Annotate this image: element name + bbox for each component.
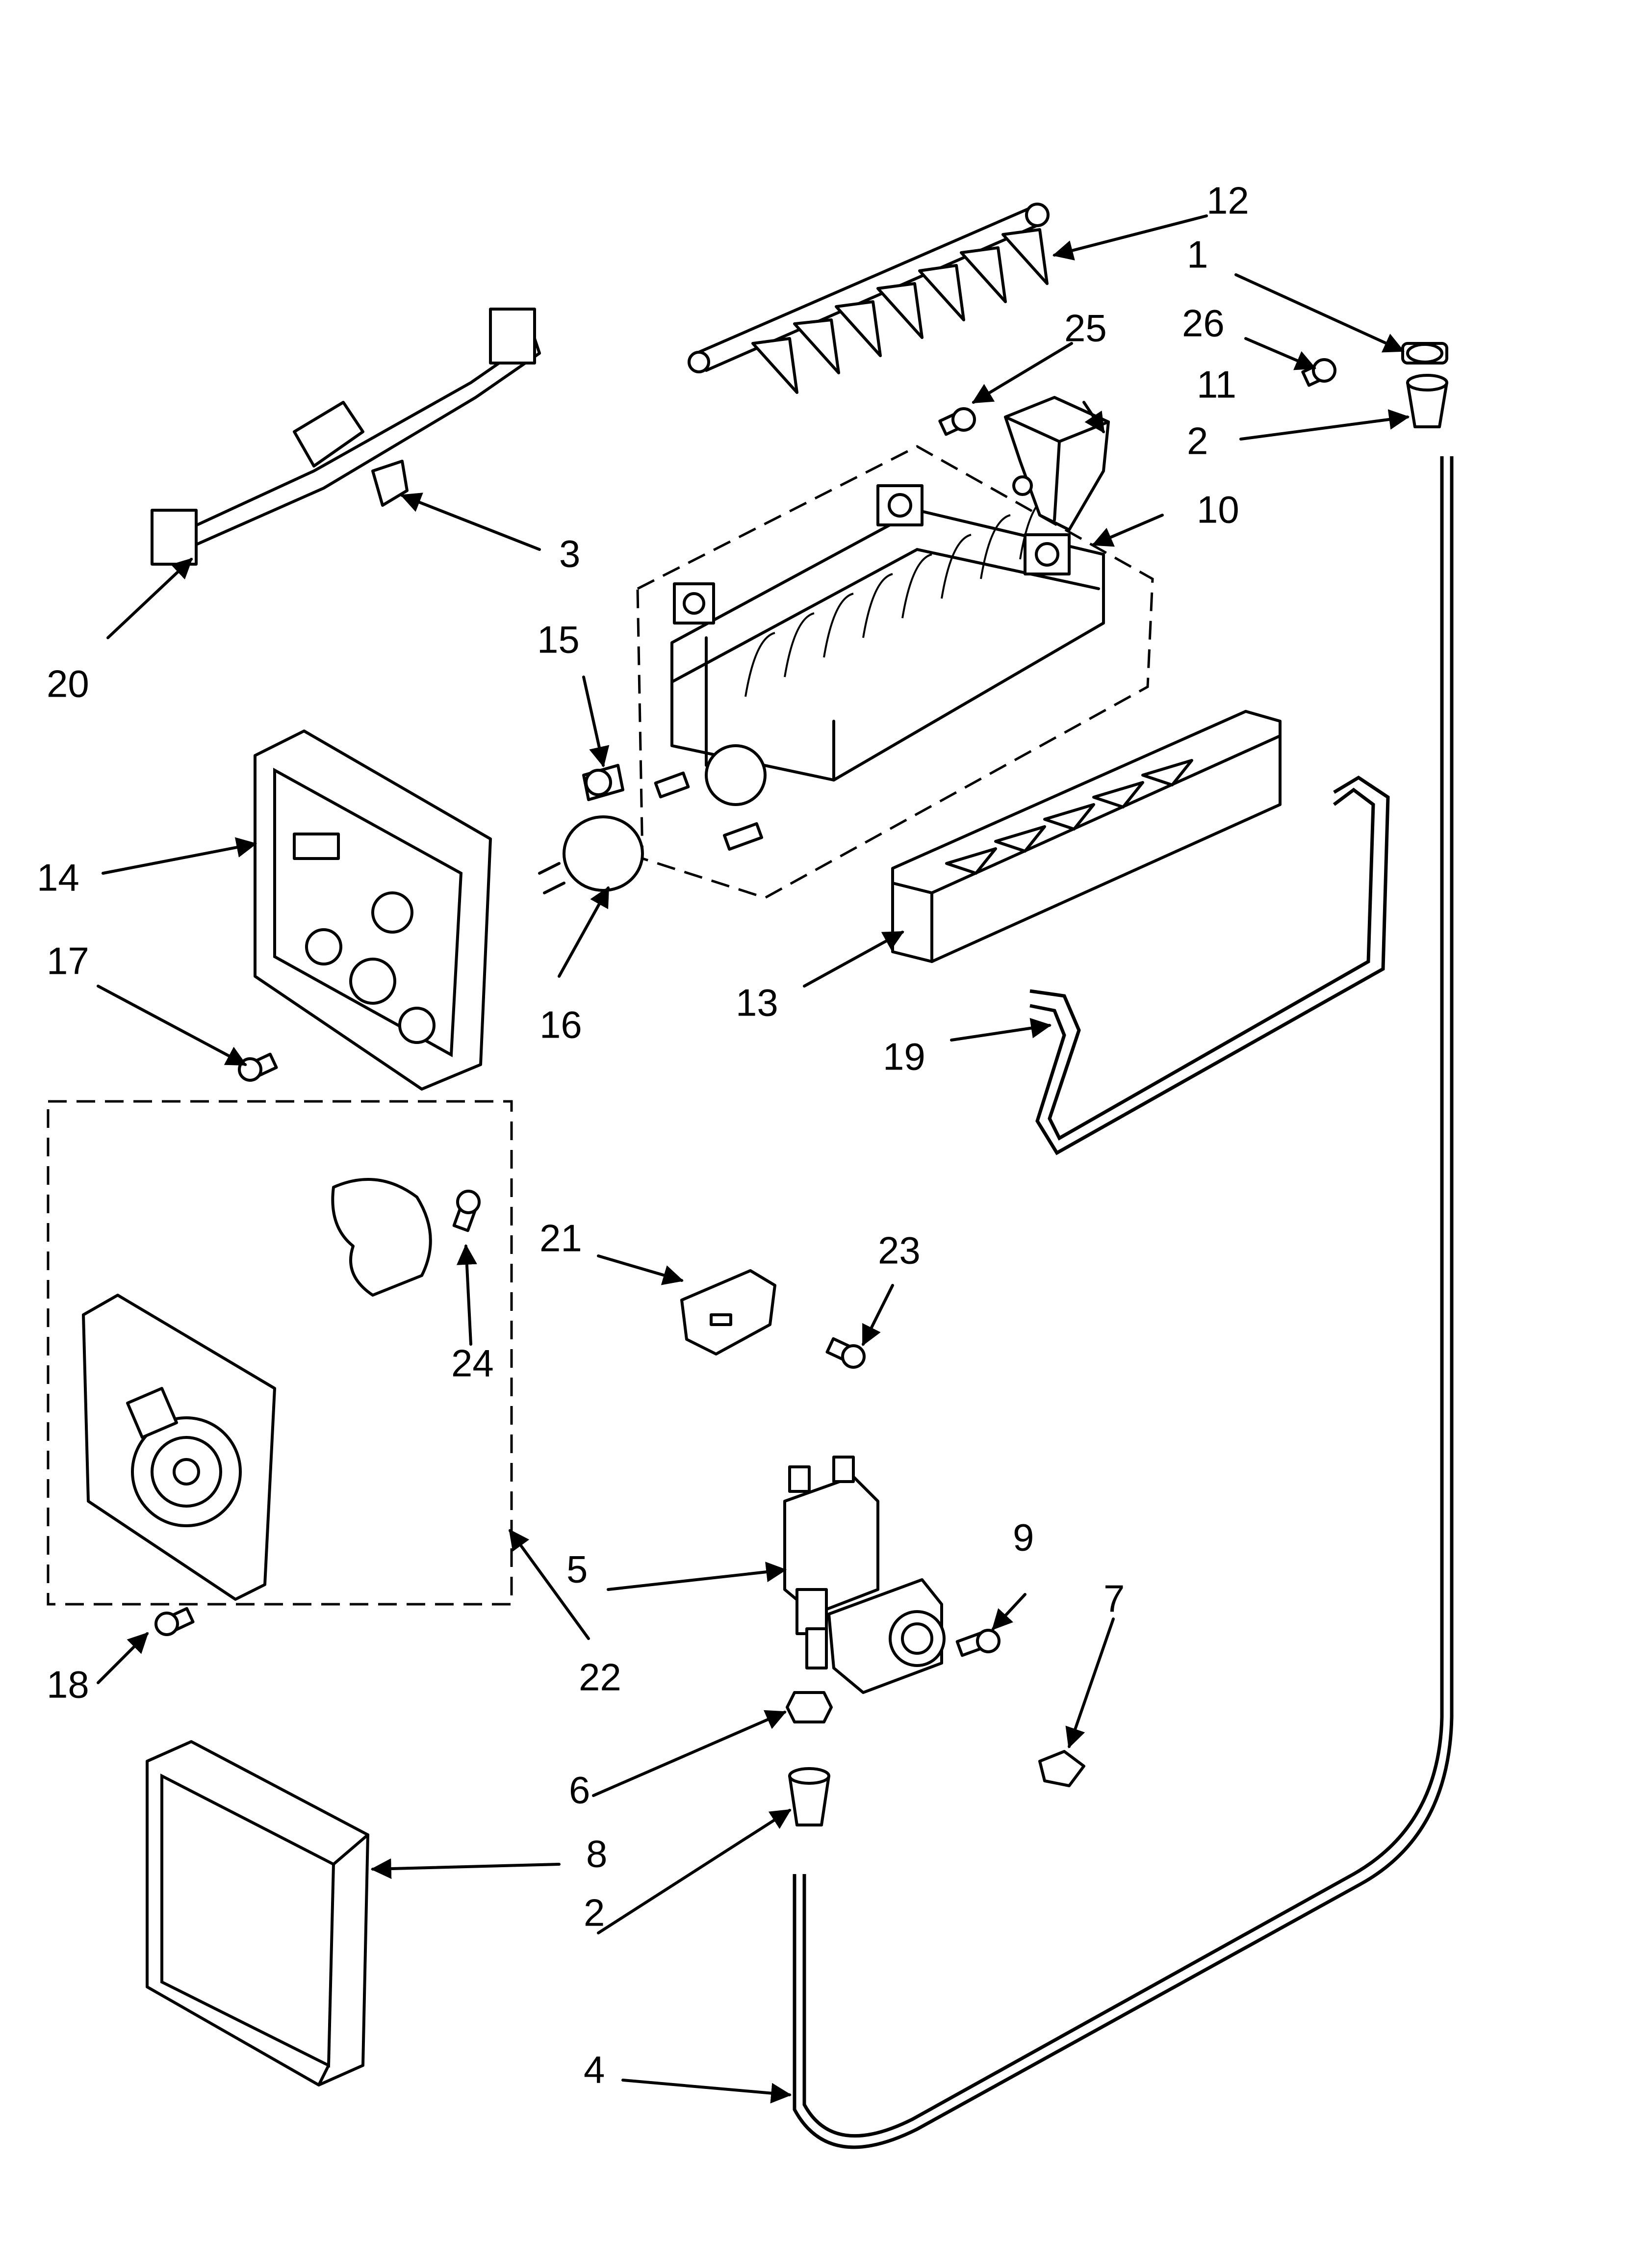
bracket [680, 1269, 776, 1356]
label-23: 23 [878, 1229, 921, 1272]
label-13: 13 [736, 981, 778, 1024]
label-6: 6 [569, 1769, 590, 1812]
label-8: 8 [586, 1832, 607, 1876]
wire-clip [371, 460, 409, 507]
label-20: 20 [47, 662, 89, 705]
label-17: 17 [47, 939, 89, 983]
foam-block [146, 1740, 369, 2086]
thermostat [582, 764, 624, 801]
label-21: 21 [539, 1217, 582, 1260]
tube-sleeve-bottom [788, 1767, 830, 1826]
label-5: 5 [566, 1548, 588, 1591]
control-assembly-outline [47, 1100, 513, 1606]
ice-maker-mold [654, 484, 1105, 851]
label-14: 14 [37, 856, 79, 899]
label-4: 4 [584, 2048, 605, 2091]
wire-harness [151, 308, 541, 566]
label-15: 15 [537, 618, 580, 661]
control-module [82, 1178, 432, 1601]
motor [538, 815, 644, 894]
fill-cup [1004, 396, 1110, 531]
label-19: 19 [883, 1035, 925, 1078]
nut [786, 1691, 833, 1723]
screw-26 [1301, 358, 1336, 387]
label-25: 25 [1064, 307, 1107, 350]
label-2-bottom: 2 [584, 1891, 605, 1934]
label-7: 7 [1103, 1577, 1125, 1620]
label-12: 12 [1206, 179, 1249, 222]
screw-24 [452, 1190, 481, 1232]
tube-sleeve-top [1406, 374, 1448, 428]
callout-labels: 12 1 26 2 25 11 10 3 20 15 14 16 17 13 1… [37, 179, 1249, 2091]
label-1: 1 [1187, 233, 1208, 276]
screw-17 [238, 1052, 278, 1082]
tube-clip [1038, 1750, 1085, 1787]
water-valve [783, 1456, 946, 1694]
shutoff-arm [1029, 787, 1375, 1141]
control-housing [254, 730, 492, 1091]
water-tube [802, 456, 1444, 2138]
label-24: 24 [451, 1342, 494, 1385]
ice-stripper [891, 710, 1282, 963]
label-2-top: 2 [1187, 419, 1208, 463]
tube-clamp [1401, 342, 1448, 365]
label-9: 9 [1013, 1516, 1034, 1559]
label-3: 3 [559, 532, 580, 575]
label-11: 11 [1197, 363, 1236, 406]
ejector-rake [688, 203, 1050, 394]
label-16: 16 [539, 1003, 582, 1046]
screw-25 [938, 407, 976, 436]
label-10: 10 [1197, 488, 1239, 531]
screw-9 [955, 1629, 1001, 1657]
screw-18 [154, 1607, 195, 1636]
label-18: 18 [47, 1663, 89, 1706]
label-26: 26 [1182, 302, 1225, 345]
screw-23 [825, 1337, 866, 1369]
leader-lines [97, 214, 1410, 2104]
label-22: 22 [579, 1656, 621, 1699]
